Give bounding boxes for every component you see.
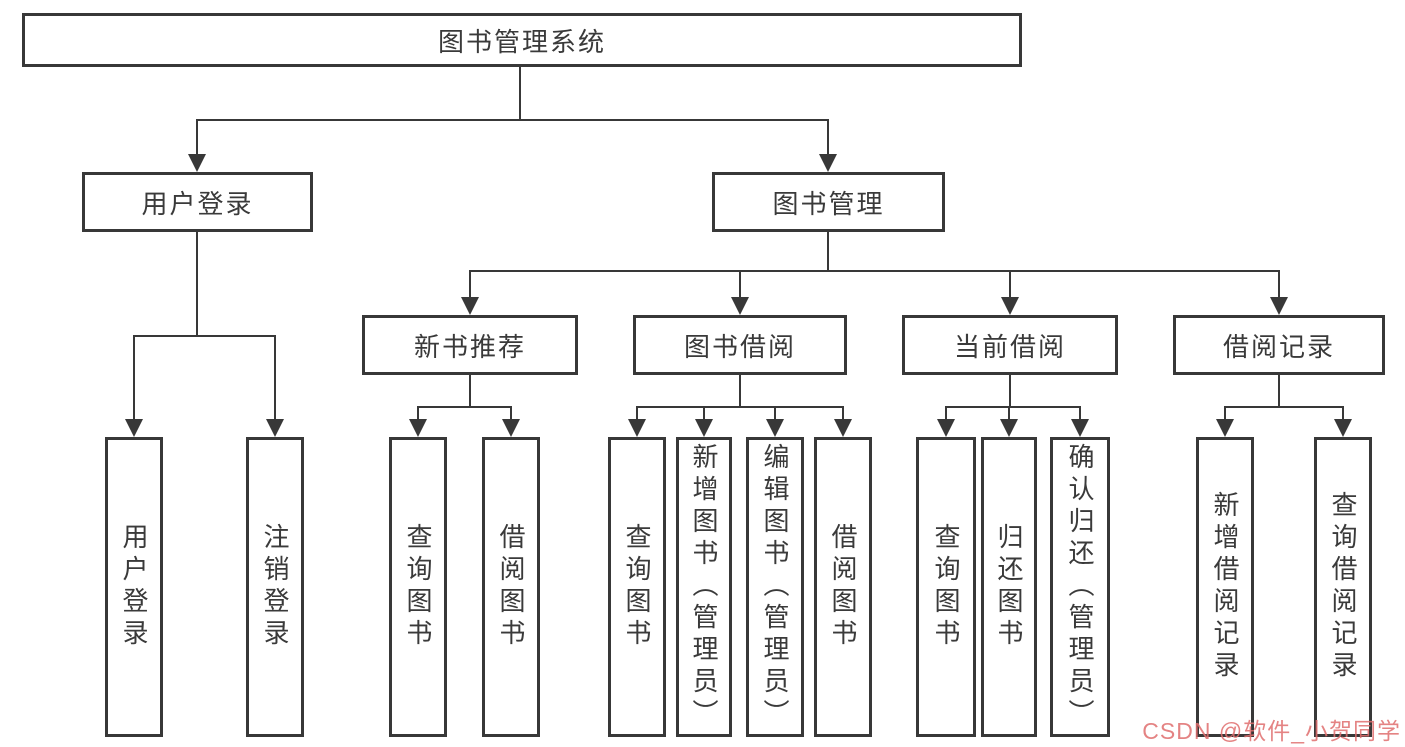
connector-line <box>510 406 512 422</box>
leaf-label: 查询图书 <box>403 523 433 651</box>
connector-line <box>469 270 1280 272</box>
arrow-down-icon <box>819 154 837 172</box>
connector-line <box>133 335 276 337</box>
connector-line <box>945 406 1081 408</box>
connector-line <box>842 406 844 422</box>
connector-line <box>774 406 776 422</box>
connector-line <box>827 232 829 272</box>
node-root: 图书管理系统 <box>22 13 1022 67</box>
arrow-down-icon <box>1270 297 1288 315</box>
node-user-login-label: 用户登录 <box>141 188 254 219</box>
leaf-label: 用户登录 <box>119 523 149 651</box>
arrow-down-icon <box>766 419 784 437</box>
arrow-down-icon <box>125 419 143 437</box>
arrow-down-icon <box>266 419 284 437</box>
leaf-logout: 注销登录 <box>246 437 304 737</box>
connector-line <box>196 232 198 337</box>
arrow-down-icon <box>1334 419 1352 437</box>
connector-line <box>469 375 471 408</box>
node-borrow-record: 借阅记录 <box>1173 315 1385 375</box>
leaf-label: 编辑图书（管理员） <box>760 443 790 731</box>
arrow-down-icon <box>1071 419 1089 437</box>
leaf-user-login: 用户登录 <box>105 437 163 737</box>
leaf-label: 注销登录 <box>260 523 290 651</box>
connector-line <box>1079 406 1081 422</box>
arrow-down-icon <box>409 419 427 437</box>
arrow-down-icon <box>731 297 749 315</box>
node-book-borrow-label: 图书借阅 <box>683 331 796 362</box>
connector-line <box>703 406 705 422</box>
leaf-label: 归还图书 <box>994 523 1024 651</box>
connector-line <box>417 406 512 408</box>
node-new-book-recommend-label: 新书推荐 <box>413 331 526 362</box>
leaf-label: 查询图书 <box>931 523 961 651</box>
connector-line <box>945 406 947 422</box>
node-root-label: 图书管理系统 <box>437 26 606 57</box>
leaf-query-borrow-record: 查询借阅记录 <box>1314 437 1372 737</box>
leaf-label: 查询借阅记录 <box>1328 491 1358 683</box>
leaf-add-borrow-record: 新增借阅记录 <box>1196 437 1254 737</box>
leaf-label: 确认归还（管理员） <box>1065 443 1095 731</box>
connector-line <box>196 119 198 157</box>
leaf-label: 借阅图书 <box>496 523 526 651</box>
connector-line <box>1278 270 1280 300</box>
arrow-down-icon <box>937 419 955 437</box>
arrow-down-icon <box>1001 297 1019 315</box>
connector-line <box>274 335 276 422</box>
leaf-query-book-recommend: 查询图书 <box>389 437 447 737</box>
watermark-text: CSDN @软件_小贺同学 <box>1142 718 1401 744</box>
arrow-down-icon <box>628 419 646 437</box>
arrow-down-icon <box>834 419 852 437</box>
leaf-query-book-borrow: 查询图书 <box>608 437 666 737</box>
connector-line <box>1009 375 1011 408</box>
connector-line <box>196 119 829 121</box>
node-new-book-recommend: 新书推荐 <box>362 315 578 375</box>
connector-line <box>1278 375 1280 408</box>
connector-line <box>636 406 844 408</box>
arrow-down-icon <box>188 154 206 172</box>
connector-line <box>1342 406 1344 422</box>
connector-line <box>133 335 135 422</box>
connector-line <box>1224 406 1344 408</box>
node-book-management: 图书管理 <box>712 172 945 232</box>
leaf-label: 新增图书（管理员） <box>689 443 719 731</box>
connector-line <box>519 67 521 120</box>
connector-line <box>1224 406 1226 422</box>
leaf-edit-book-admin: 编辑图书（管理员） <box>746 437 804 737</box>
connector-line <box>417 406 419 422</box>
leaf-label: 新增借阅记录 <box>1210 491 1240 683</box>
arrow-down-icon <box>695 419 713 437</box>
arrow-down-icon <box>461 297 479 315</box>
node-user-login: 用户登录 <box>82 172 313 232</box>
leaf-label: 查询图书 <box>622 523 652 651</box>
leaf-confirm-return-admin: 确认归还（管理员） <box>1050 437 1110 737</box>
connector-line <box>469 270 471 300</box>
node-current-borrow-label: 当前借阅 <box>953 331 1066 362</box>
leaf-borrow-book: 借阅图书 <box>814 437 872 737</box>
node-book-management-label: 图书管理 <box>772 188 885 219</box>
connector-line <box>1008 406 1010 422</box>
leaf-return-book: 归还图书 <box>981 437 1037 737</box>
connector-line <box>739 375 741 408</box>
arrow-down-icon <box>502 419 520 437</box>
node-book-borrow: 图书借阅 <box>633 315 847 375</box>
connector-line <box>827 119 829 157</box>
node-borrow-record-label: 借阅记录 <box>1222 331 1335 362</box>
connector-line <box>636 406 638 422</box>
leaf-add-book-admin: 新增图书（管理员） <box>676 437 732 737</box>
arrow-down-icon <box>1000 419 1018 437</box>
leaf-query-book-current: 查询图书 <box>916 437 976 737</box>
arrow-down-icon <box>1216 419 1234 437</box>
node-current-borrow: 当前借阅 <box>902 315 1118 375</box>
connector-line <box>1009 270 1011 300</box>
leaf-label: 借阅图书 <box>828 523 858 651</box>
leaf-borrow-book-recommend: 借阅图书 <box>482 437 540 737</box>
connector-line <box>739 270 741 300</box>
